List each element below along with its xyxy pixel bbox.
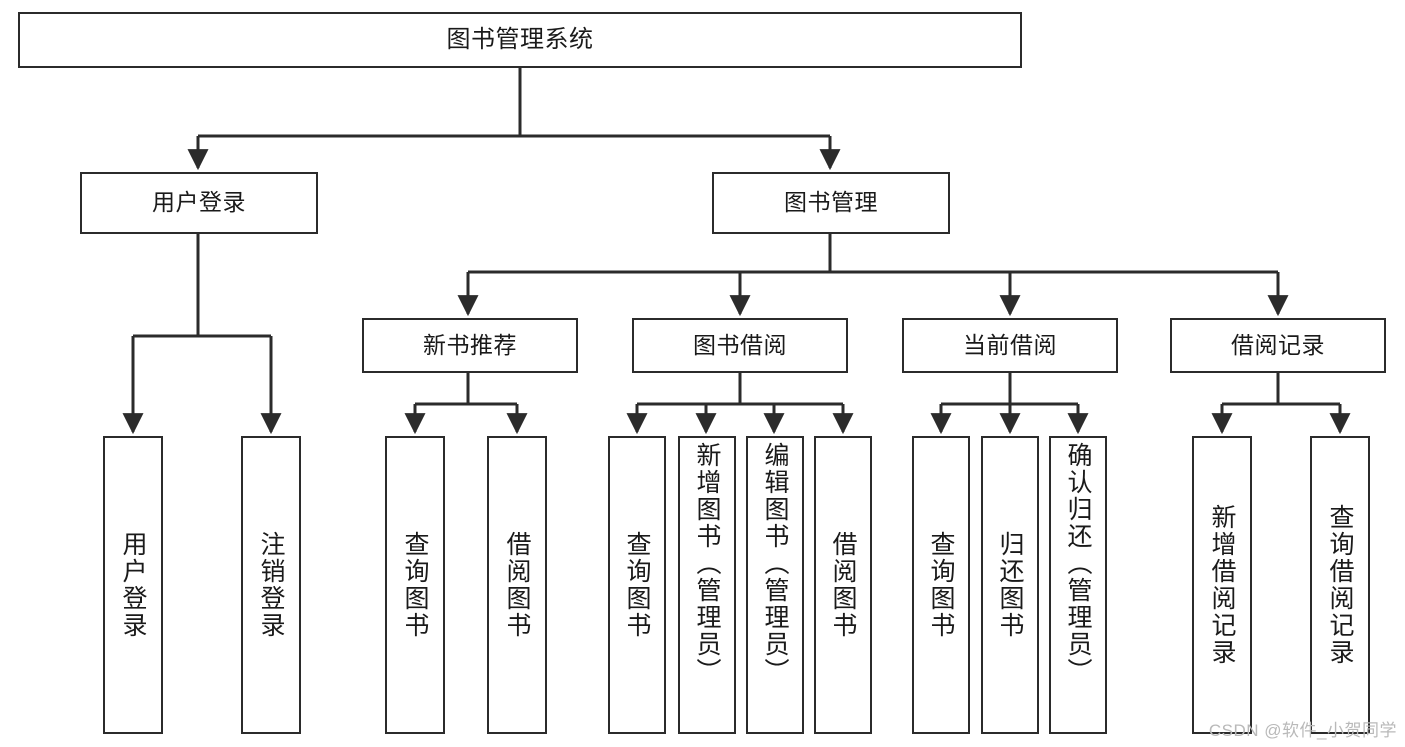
node-label: 查询图书 xyxy=(401,531,429,639)
node-label: 新书推荐 xyxy=(423,331,517,358)
node-label: 查询借阅记录 xyxy=(1326,504,1354,666)
node-label: 借阅图书 xyxy=(503,531,531,639)
leaf-borrow-books-new-recommend[interactable]: 借阅图书 xyxy=(487,436,547,734)
csdn-watermark: CSDN @软件_小贺同学 xyxy=(1208,721,1397,740)
leaf-add-borrow-record[interactable]: 新增借阅记录 xyxy=(1192,436,1252,734)
node-label: 编辑图书（管理员） xyxy=(761,442,789,685)
node-label: 图书管理 xyxy=(784,189,878,216)
node-label: 新增借阅记录 xyxy=(1208,504,1236,666)
node-label: 查询图书 xyxy=(927,531,955,639)
node-root-book-management-system[interactable]: 图书管理系统 xyxy=(18,12,1022,68)
node-label: 查询图书 xyxy=(623,531,651,639)
node-label: 图书借阅 xyxy=(693,331,787,358)
leaf-query-borrow-record[interactable]: 查询借阅记录 xyxy=(1310,436,1370,734)
leaf-query-books-current[interactable]: 查询图书 xyxy=(912,436,970,734)
node-label: 新增图书（管理员） xyxy=(693,442,721,685)
leaf-query-books-new-recommend[interactable]: 查询图书 xyxy=(385,436,445,734)
node-label: 当前借阅 xyxy=(963,331,1057,358)
node-book-borrowing[interactable]: 图书借阅 xyxy=(632,318,848,373)
node-new-book-recommendation[interactable]: 新书推荐 xyxy=(362,318,578,373)
leaf-edit-book-admin[interactable]: 编辑图书（管理员） xyxy=(746,436,804,734)
leaf-confirm-return-admin[interactable]: 确认归还（管理员） xyxy=(1049,436,1107,734)
node-label: 用户登录 xyxy=(119,531,147,639)
node-label: 确认归还（管理员） xyxy=(1064,442,1092,685)
leaf-logout[interactable]: 注销登录 xyxy=(241,436,301,734)
node-user-login[interactable]: 用户登录 xyxy=(80,172,318,234)
node-book-management[interactable]: 图书管理 xyxy=(712,172,950,234)
leaf-query-books-borrow[interactable]: 查询图书 xyxy=(608,436,666,734)
node-label: 注销登录 xyxy=(257,531,285,639)
node-label: 借阅图书 xyxy=(829,531,857,639)
node-current-borrowing[interactable]: 当前借阅 xyxy=(902,318,1118,373)
node-label: 归还图书 xyxy=(996,531,1024,639)
leaf-return-books[interactable]: 归还图书 xyxy=(981,436,1039,734)
node-label: 借阅记录 xyxy=(1231,331,1325,358)
leaf-borrow-books[interactable]: 借阅图书 xyxy=(814,436,872,734)
node-borrowing-records[interactable]: 借阅记录 xyxy=(1170,318,1386,373)
leaf-user-login[interactable]: 用户登录 xyxy=(103,436,163,734)
node-label: 图书管理系统 xyxy=(446,25,594,53)
leaf-add-book-admin[interactable]: 新增图书（管理员） xyxy=(678,436,736,734)
node-label: 用户登录 xyxy=(152,189,246,216)
